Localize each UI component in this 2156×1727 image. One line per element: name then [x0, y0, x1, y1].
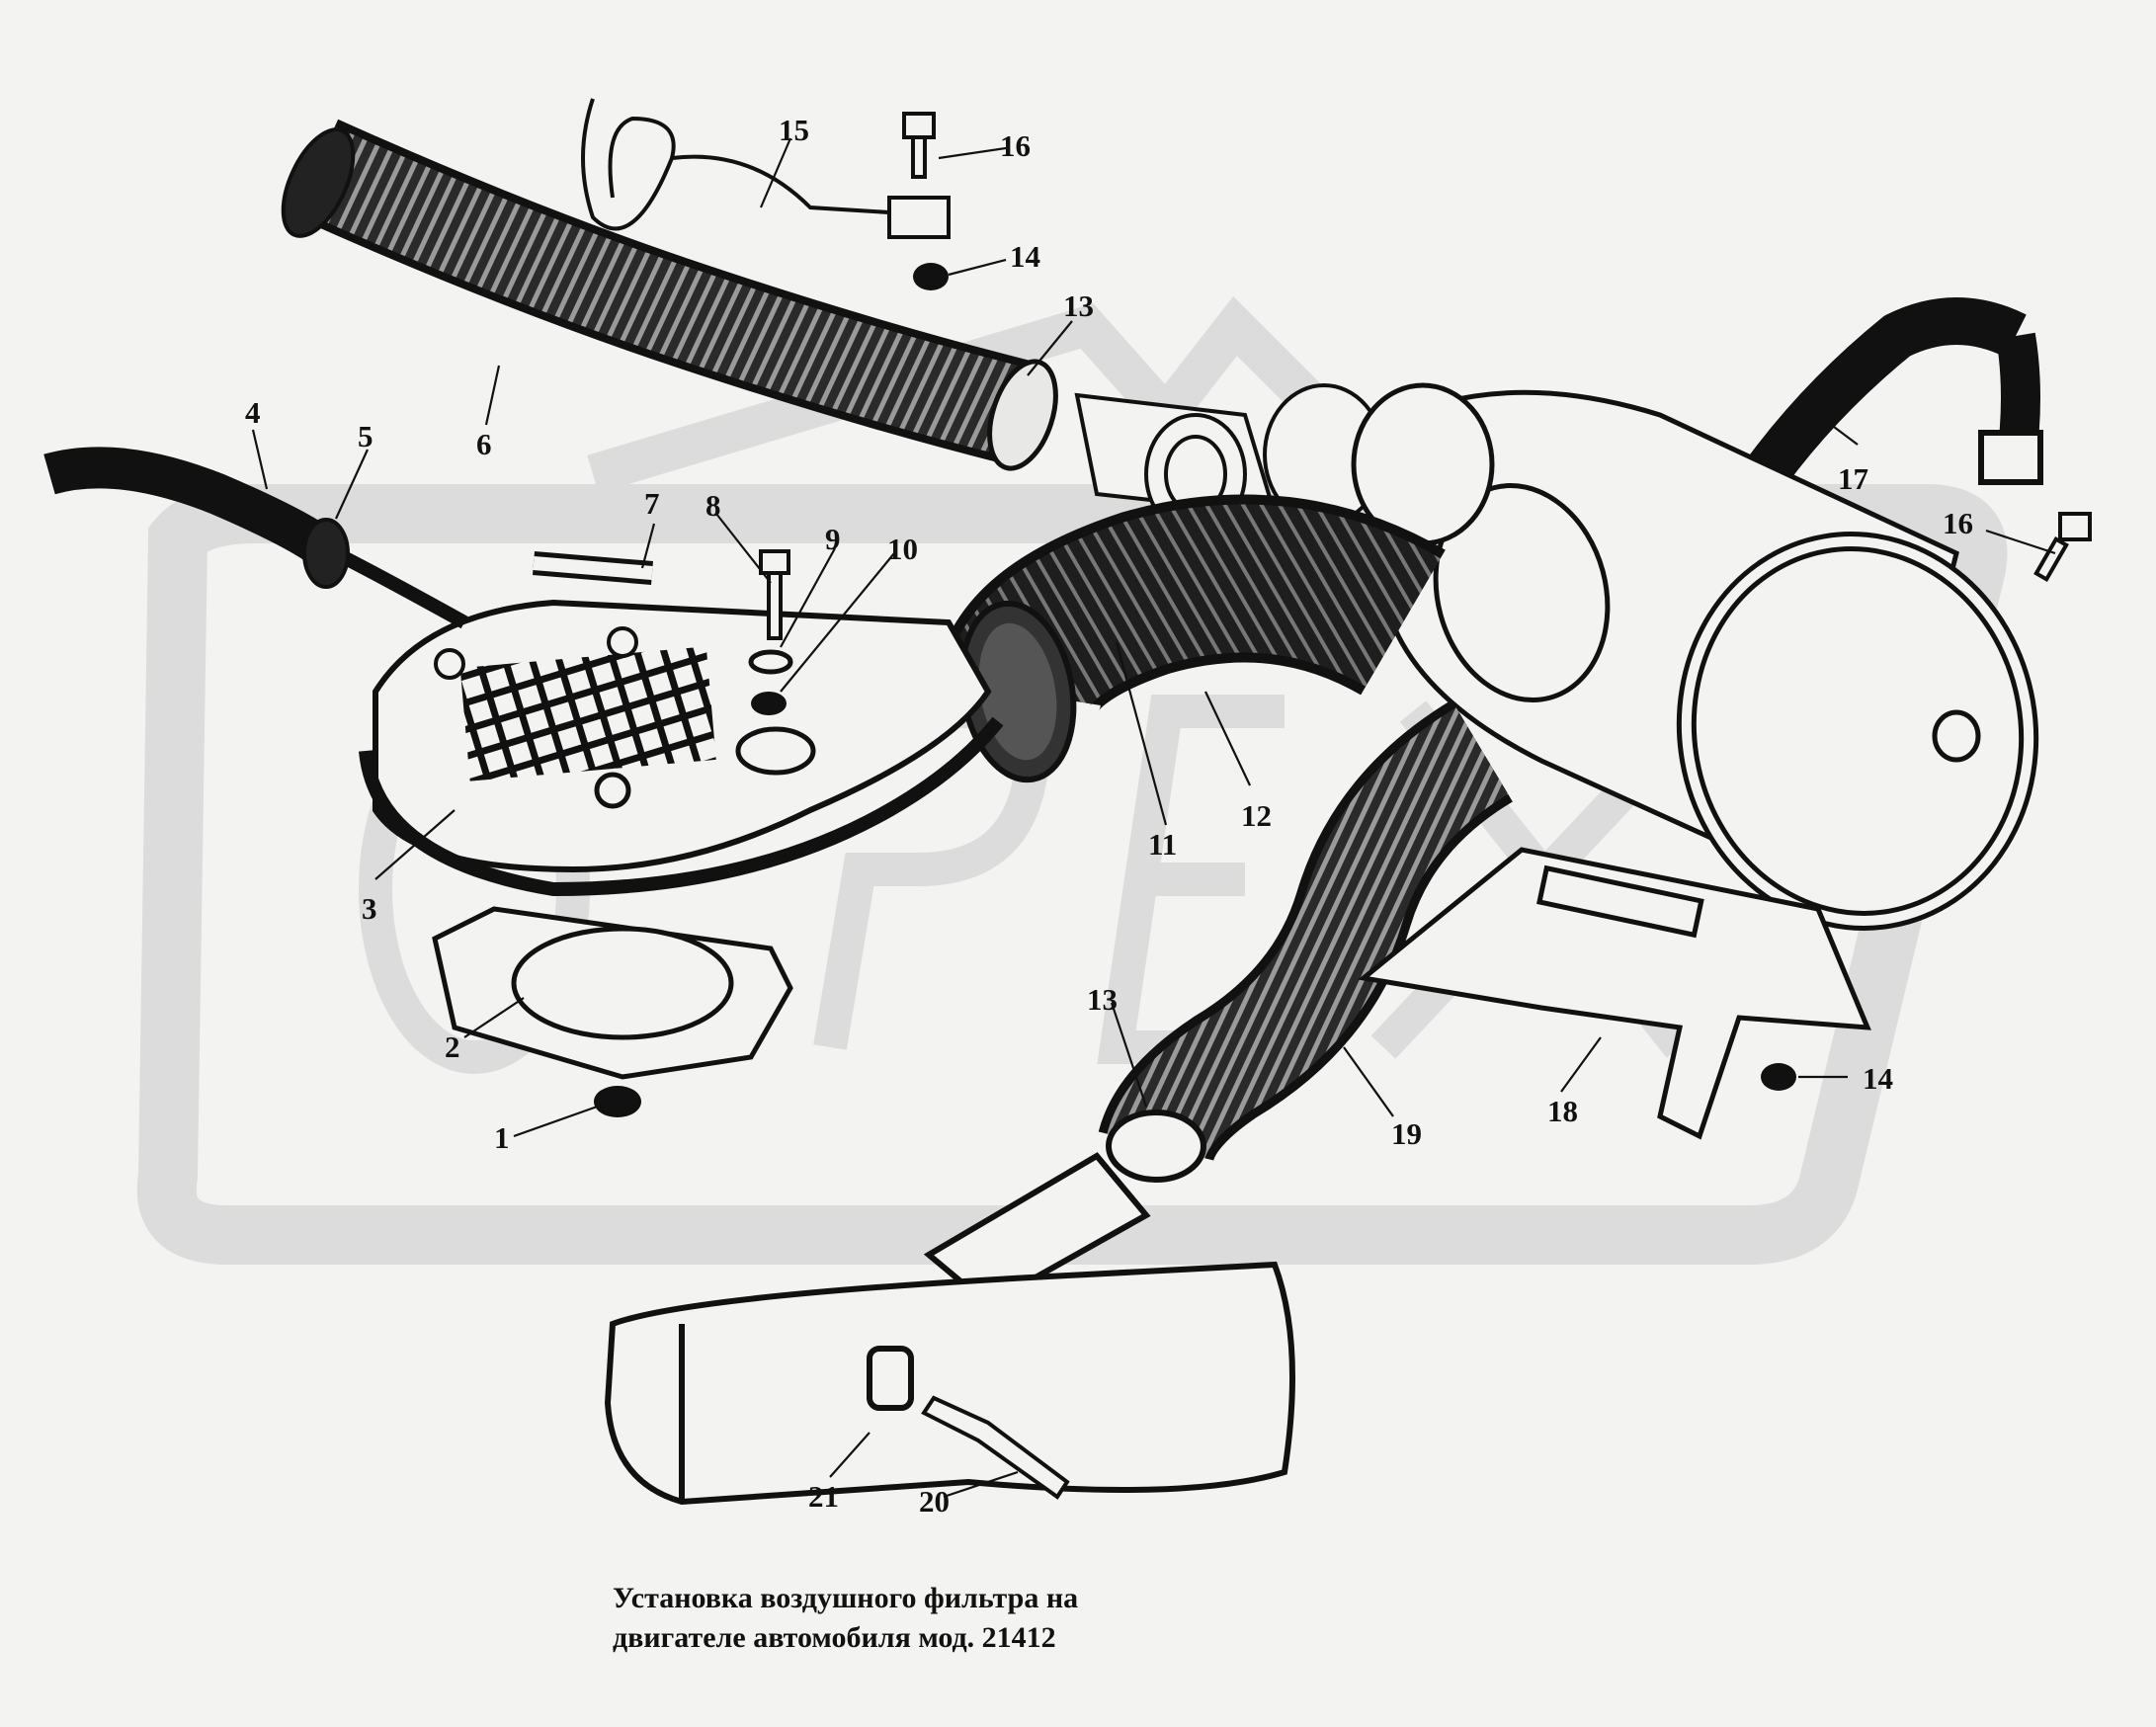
nut-10	[751, 692, 787, 715]
caption-line-1: Установка воздушного фильтра на	[613, 1582, 1079, 1614]
callout-18: 18	[1547, 1094, 1578, 1128]
caption-line-2: двигателе автомобиля мод. 21412	[613, 1621, 1056, 1654]
washer-9	[748, 649, 793, 675]
figure-caption: Установка воздушного фильтра на двигател…	[613, 1579, 1078, 1658]
callout-7: 7	[644, 486, 660, 521]
callout-16-top: 16	[1000, 128, 1031, 163]
callout-2: 2	[445, 1029, 460, 1064]
callout-13-bottom: 13	[1087, 982, 1118, 1017]
gasket	[432, 906, 793, 1080]
callout-5: 5	[358, 419, 373, 453]
bolt-8	[759, 549, 790, 640]
lower-corrugated-hose	[1098, 699, 1514, 1183]
clamp-5	[302, 518, 350, 589]
callout-20: 20	[919, 1484, 950, 1519]
callout-14-right: 14	[1863, 1061, 1893, 1096]
watermark-text: OPEX	[1087, 1257, 1115, 1268]
screw-16-right	[2033, 512, 2092, 583]
screw-16-top	[902, 112, 936, 179]
callout-21: 21	[808, 1479, 839, 1514]
callout-6: 6	[476, 427, 492, 461]
callout-12: 12	[1241, 798, 1272, 833]
callout-17: 17	[1838, 461, 1868, 496]
callout-8: 8	[705, 488, 721, 523]
callout-15: 15	[779, 113, 809, 147]
leader-lines	[251, 137, 2056, 1499]
callout-numbers: 1 2 3 4 5 6 7 8 9 10 11 12 13 13 14 14 1…	[245, 113, 1973, 1519]
callout-9: 9	[825, 522, 841, 556]
nut-14-top	[913, 263, 949, 290]
intake-housing	[359, 599, 1004, 897]
nut-14-right	[1761, 1063, 1796, 1091]
intake-scoop	[604, 1152, 1295, 1506]
small-tube	[533, 551, 653, 585]
callout-14-top: 14	[1010, 239, 1040, 274]
callout-4: 4	[245, 395, 261, 430]
upper-corrugated-hose	[281, 119, 1058, 471]
nut-1	[594, 1086, 641, 1117]
callout-13-top: 13	[1063, 288, 1094, 323]
callout-10: 10	[887, 532, 918, 566]
callout-3: 3	[362, 891, 377, 926]
callout-19: 19	[1391, 1116, 1422, 1151]
callout-1: 1	[494, 1120, 510, 1155]
callout-16-right: 16	[1943, 506, 1973, 540]
air-filter-canister	[1351, 382, 2039, 931]
stud-20	[921, 1395, 1070, 1500]
callout-11: 11	[1148, 827, 1177, 862]
bracket-18	[1358, 847, 1871, 1140]
rope-clip	[581, 98, 951, 239]
